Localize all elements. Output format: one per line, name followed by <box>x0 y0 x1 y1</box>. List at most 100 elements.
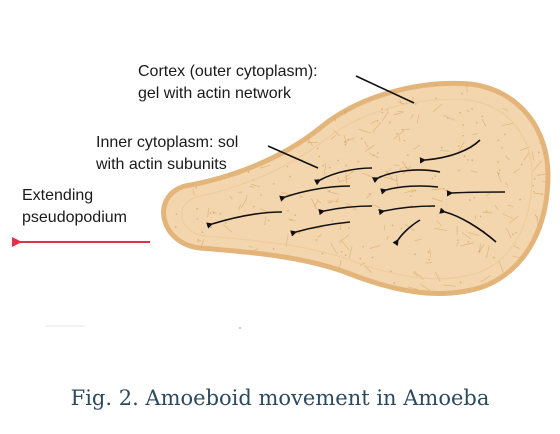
actin-fiber <box>481 119 487 127</box>
actin-fiber <box>193 254 201 258</box>
actin-subunit-dot <box>381 111 384 114</box>
actin-fiber <box>269 279 273 288</box>
actin-fiber <box>507 204 514 207</box>
actin-subunit-dot <box>360 137 363 140</box>
actin-fiber <box>480 275 491 283</box>
actin-subunit-dot <box>467 241 470 243</box>
actin-fiber <box>251 183 261 188</box>
actin-subunit-dot <box>316 147 319 150</box>
actin-fiber <box>321 282 328 286</box>
actin-subunit-dot <box>206 125 209 128</box>
actin-fiber <box>532 160 542 172</box>
actin-subunit-dot <box>440 146 443 149</box>
actin-subunit-dot <box>260 194 262 196</box>
actin-subunit-dot <box>214 297 216 299</box>
actin-fiber <box>534 97 540 102</box>
actin-fiber <box>502 108 509 111</box>
actin-subunit-dot <box>514 79 516 81</box>
actin-subunit-dot <box>498 169 501 171</box>
actin-fiber <box>393 131 403 140</box>
actin-subunit-dot <box>396 132 398 135</box>
actin-fiber <box>395 174 399 188</box>
actin-subunit-dot <box>172 249 175 252</box>
actin-fiber <box>504 288 510 294</box>
actin-subunit-dot <box>222 252 225 254</box>
actin-fiber <box>327 200 340 202</box>
actin-subunit-dot <box>197 239 200 241</box>
actin-subunit-dot <box>370 284 373 287</box>
actin-fiber <box>346 202 353 207</box>
actin-subunit-dot <box>224 284 227 287</box>
actin-subunit-dot <box>376 119 379 122</box>
actin-subunit-dot <box>523 80 525 82</box>
actin-fiber <box>344 137 356 143</box>
actin-subunit-dot <box>520 163 523 166</box>
actin-subunit-dot <box>168 180 170 183</box>
actin-subunit-dot <box>328 166 331 169</box>
actin-subunit-dot <box>280 129 282 131</box>
inner-cytoplasm-label-line1: Inner cytoplasm: sol <box>96 134 239 151</box>
inner-cytoplasm-label-line2: with actin subunits <box>96 156 227 173</box>
actin-fiber <box>496 170 502 183</box>
actin-subunit-dot <box>479 215 482 218</box>
actin-subunit-dot <box>344 141 346 144</box>
actin-subunit-dot <box>458 169 460 172</box>
actin-subunit-dot <box>172 123 174 125</box>
actin-subunit-dot <box>328 190 331 192</box>
figure-caption: Fig. 2. Amoeboid movement in Amoeba <box>70 386 490 410</box>
actin-subunit-dot <box>348 227 350 229</box>
actin-fiber <box>340 177 352 183</box>
actin-fiber <box>291 282 302 293</box>
actin-fiber <box>442 114 455 121</box>
actin-fiber <box>293 134 299 140</box>
actin-subunit-dot <box>314 94 316 97</box>
actin-fiber <box>314 105 319 116</box>
actin-subunit-dot <box>295 125 298 127</box>
actin-fiber <box>420 284 431 292</box>
actin-subunit-dot <box>457 145 460 148</box>
actin-fiber <box>345 170 348 184</box>
actin-fiber <box>307 139 310 144</box>
actin-fiber <box>485 289 490 294</box>
actin-fiber <box>530 255 537 258</box>
actin-subunit-dot <box>285 123 288 126</box>
actin-subunit-dot <box>462 134 464 137</box>
actin-fiber <box>144 207 152 214</box>
actin-fiber <box>238 204 242 210</box>
actin-subunit-dot <box>533 190 535 193</box>
actin-subunit-dot <box>533 178 536 180</box>
actin-fiber <box>260 164 271 169</box>
actin-subunit-dot <box>340 97 343 100</box>
actin-fiber <box>542 181 548 183</box>
actin-fiber <box>416 114 420 124</box>
actin-subunit-dot <box>318 155 321 158</box>
actin-fiber <box>534 103 537 117</box>
actin-fiber <box>397 101 405 105</box>
actin-fiber <box>240 199 247 208</box>
actin-fiber <box>330 242 338 255</box>
actin-fiber <box>311 198 317 210</box>
actin-fiber <box>470 170 478 173</box>
actin-subunit-dot <box>294 214 296 217</box>
actin-fiber <box>381 111 389 122</box>
actin-subunit-dot <box>357 161 359 163</box>
actin-fiber <box>301 272 309 282</box>
actin-fiber <box>536 173 547 176</box>
actin-subunit-dot <box>347 138 350 141</box>
actin-fiber <box>226 286 231 294</box>
actin-subunit-dot <box>497 161 499 163</box>
actin-fiber <box>397 110 404 113</box>
actin-fiber <box>317 233 322 238</box>
actin-fiber <box>335 197 339 203</box>
actin-subunit-dot <box>543 152 545 154</box>
actin-fiber <box>410 113 414 119</box>
actin-subunit-dot <box>471 159 474 162</box>
actin-fiber <box>287 218 297 222</box>
actin-subunit-dot <box>214 117 216 120</box>
actin-fiber <box>433 103 443 112</box>
actin-fiber <box>361 172 374 178</box>
actin-subunit-dot <box>463 155 466 157</box>
actin-subunit-dot <box>435 97 438 100</box>
cortex-label-line1: Cortex (outer cytoplasm): <box>138 63 318 80</box>
actin-subunit-dot <box>414 189 417 192</box>
